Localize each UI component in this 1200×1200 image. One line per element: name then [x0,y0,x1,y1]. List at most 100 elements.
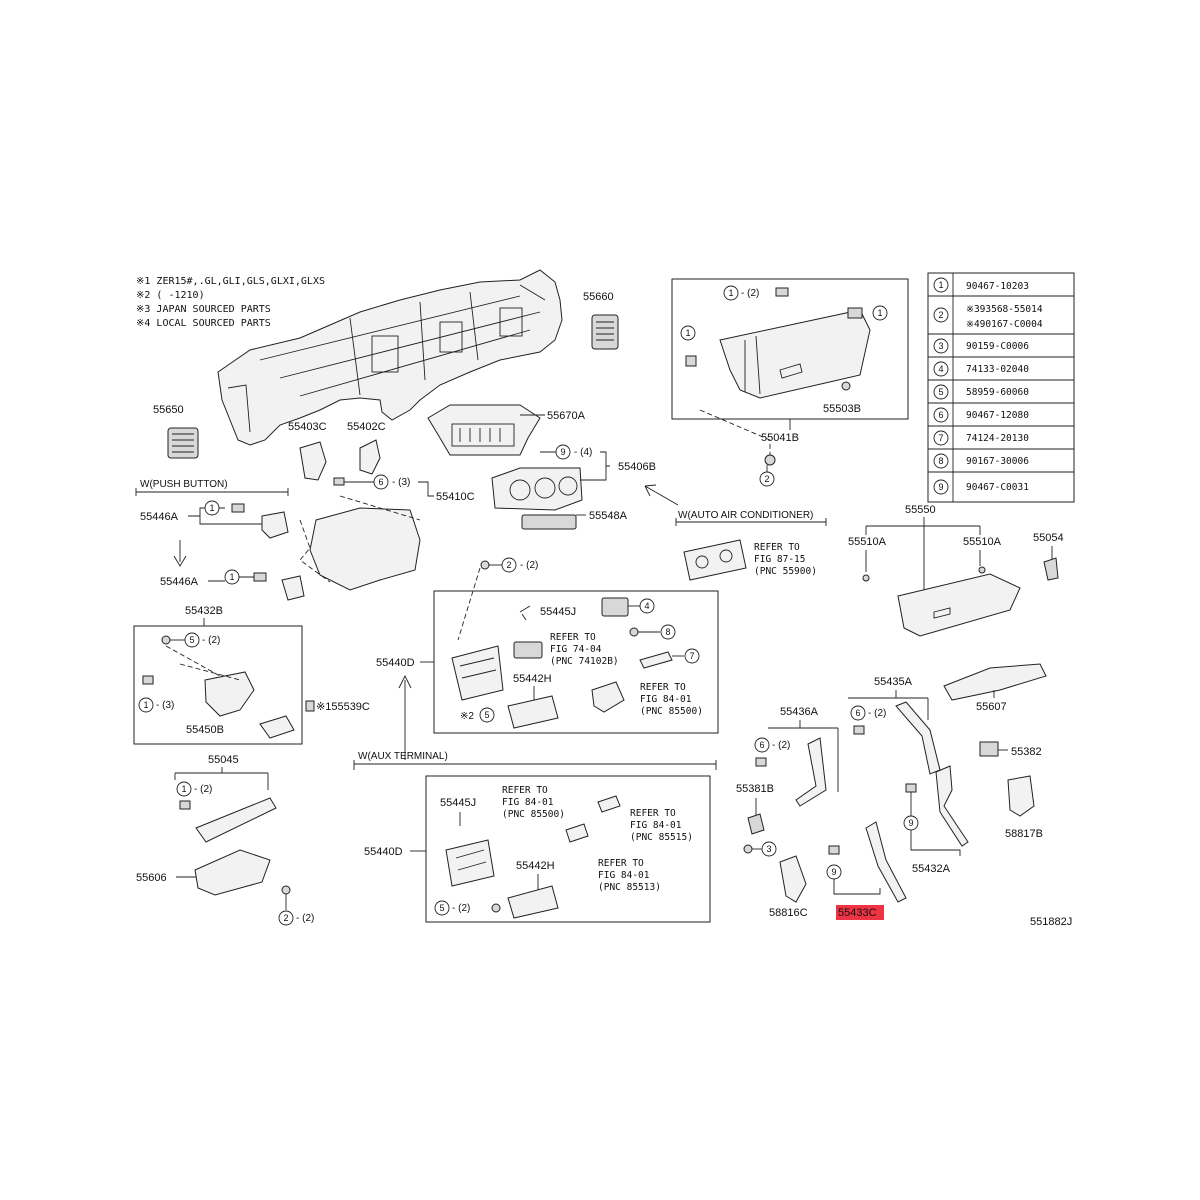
vent-55650-drawing [167,427,199,459]
label-55510a-r: 55510A [963,536,1002,548]
callout-1-b: 1 [224,569,240,585]
socket-drawing [591,681,625,713]
svg-text:- (3): - (3) [156,700,174,711]
switch-panel-55440d-drawing [451,645,504,701]
callout-8: 8 [660,624,676,640]
clip-icon [978,566,986,574]
svg-text:9: 9 [831,867,836,877]
legend-row-3: 3 90159-C0006 [933,338,1029,354]
callout-3: 3 [761,841,777,857]
svg-text:REFER TO: REFER TO [502,785,548,796]
callout-6-b: 6 - (2) [754,737,790,753]
bracket-58816c-drawing [779,855,807,903]
callout-9-4: 9 - (4) [555,444,592,460]
clip-icon [828,845,840,855]
plate-4-drawing [601,597,629,617]
label-55432a: 55432A [912,863,951,875]
center-vent-55670a-drawing [427,404,541,456]
svg-text:FIG 84-01: FIG 84-01 [502,797,554,808]
switch-panel-bot-drawing [445,839,495,887]
ref-85513: REFER TO FIG 84-01 (PNC 85513) [598,858,661,893]
label-55432b: 55432B [185,605,223,617]
switch-55446a-b-drawing [281,575,305,601]
clip-icon [253,572,267,582]
svg-text:90467-C0031: 90467-C0031 [966,482,1029,493]
svg-text:9: 9 [938,482,943,492]
label-55607: 55607 [976,701,1007,713]
label-55550: 55550 [905,504,936,516]
section-line-aux [353,760,717,770]
callout-1-g: 1 [872,305,888,321]
callout-1-a: 1 [204,500,220,516]
bracket-55432b-drawing [204,671,255,717]
label-55041b: 55041B [761,432,799,444]
bracket-58817b-drawing [1007,775,1035,817]
callout-5-a: 5 [479,707,495,723]
bolt-icon [764,454,776,466]
parts-legend-table: 1 90467-10203 2 ※393568-55014 ※490167-C0… [927,272,1075,503]
svg-text:(PNC 85515): (PNC 85515) [630,832,693,843]
label-55670a: 55670A [547,410,586,422]
svg-text:3: 3 [938,341,943,351]
screw-icon [629,627,639,637]
svg-text:1: 1 [728,288,733,298]
svg-text:5: 5 [439,903,444,913]
glovebox-body-drawing [897,573,1021,637]
callout-9-a: 9 [903,815,919,831]
meter-hood-55410c-drawing [299,495,421,591]
highlight-55433c [836,905,884,920]
bracket-55606-drawing [194,849,271,896]
label-55503b: 55503B [823,403,861,415]
section-line-push-button [135,488,289,496]
svg-text:- (3): - (3) [392,477,410,488]
svg-text:FIG 74-04: FIG 74-04 [550,644,602,655]
svg-text:58959-60060: 58959-60060 [966,387,1029,398]
clip-icon [775,287,789,297]
ref-74102b: REFER TO FIG 74-04 (PNC 74102B) [550,632,619,667]
svg-text:(PNC 85500): (PNC 85500) [640,706,703,717]
svg-text:- (2): - (2) [194,784,212,795]
svg-text:2: 2 [938,310,943,320]
section-line-auto-air [675,518,827,526]
label-55606: 55606 [136,872,167,884]
clip-icon [685,355,697,367]
label-55406b: 55406B [618,461,656,473]
callout-1-d: 1 - (2) [176,781,212,797]
connector-2-drawing [565,823,589,843]
svg-text:4: 4 [644,601,649,611]
screw-icon [841,381,851,391]
svg-text:※490167-C0004: ※490167-C0004 [966,319,1043,330]
legend-row-2: 2 ※393568-55014 ※490167-C0004 [933,304,1043,330]
callout-1-c: 1 - (3) [138,697,174,713]
label-55381b: 55381B [736,783,774,795]
callout-9-b: 9 [826,864,842,880]
svg-text:REFER TO: REFER TO [640,682,686,693]
notes-block: ※1 ZER15#,.GL,GLI,GLS,GLXI,GLXS ※2 ( -12… [136,276,325,329]
svg-text:FIG 84-01: FIG 84-01 [598,870,650,881]
label-55045: 55045 [208,754,239,766]
switch-55446a-drawing [261,511,289,539]
ref-85500-b: REFER TO FIG 84-01 (PNC 85500) [502,785,565,820]
bracket-55403c-drawing [299,441,327,481]
note-3: ※3 JAPAN SOURCED PARTS [136,304,271,315]
arrow-down [173,540,187,567]
svg-text:(PNC 74102B): (PNC 74102B) [550,656,619,667]
svg-text:1: 1 [209,503,214,513]
legend-row-7: 7 74124-20130 [933,430,1029,446]
svg-text:(PNC 85500): (PNC 85500) [502,809,565,820]
svg-text:6: 6 [378,477,383,487]
clip-55382-drawing [979,741,999,757]
diagram-code: 551882J [1030,916,1072,928]
svg-text:- (2): - (2) [452,903,470,914]
label-55446a-top: 55446A [140,511,179,523]
label-55510a-l: 55510A [848,536,887,548]
svg-text:6: 6 [855,708,860,718]
callout-2-b: 2 - (2) [501,557,538,573]
callout-2-c: 2 [759,471,775,487]
svg-text:- (2): - (2) [868,708,886,719]
clip-7-drawing [639,651,673,669]
label-55433c: 55433C [838,907,877,919]
clip-icon [231,503,245,513]
svg-text:9: 9 [908,818,913,828]
legend-row-1: 1 90467-10203 [933,277,1029,293]
